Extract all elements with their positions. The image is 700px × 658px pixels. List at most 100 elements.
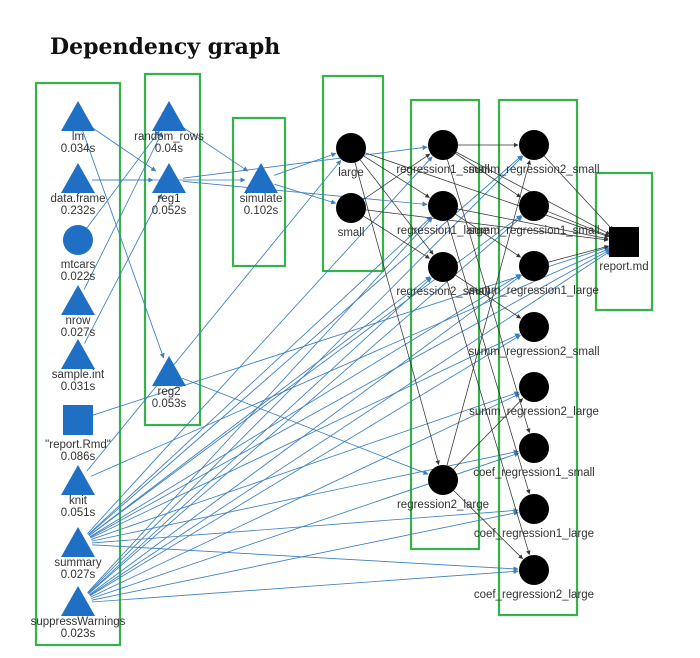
edge-random_rows-to-simulate xyxy=(180,125,249,172)
node-shape[interactable] xyxy=(519,433,549,463)
node-shape[interactable] xyxy=(61,586,95,616)
edge-suppressWarnings-to-regression1_large xyxy=(87,217,433,593)
node-time: 0.023s xyxy=(61,628,96,640)
edge-large-to-regression2_large xyxy=(354,161,440,466)
node-regression2_small[interactable]: regression2_small xyxy=(396,252,490,298)
node-label: knit xyxy=(69,495,88,507)
node-label: coef_regression2_large xyxy=(474,589,594,601)
node-regression2_large[interactable]: regression2_large xyxy=(397,465,489,511)
node-shape[interactable] xyxy=(519,555,549,585)
node-label: summ_regression2_small xyxy=(468,346,599,358)
node-time: 0.086s xyxy=(61,451,96,463)
node-time: 0.034s xyxy=(61,143,96,155)
edge-regression1_large-to-report.md xyxy=(456,208,609,241)
node-label: report.md xyxy=(599,261,648,273)
node-lm[interactable]: lm0.034s xyxy=(61,101,96,155)
node-summ_regression2_small_b[interactable]: summ_regression2_small xyxy=(468,312,600,358)
node-shape[interactable] xyxy=(428,191,458,221)
node-label: reg2 xyxy=(157,386,180,398)
edge-lm-to-reg1 xyxy=(89,125,157,172)
node-regression1_small[interactable]: regression1_small xyxy=(396,130,490,176)
node-shape[interactable] xyxy=(519,191,549,221)
node-label: regression2_small xyxy=(396,286,489,298)
node-shape[interactable] xyxy=(519,372,549,402)
cluster-summaries xyxy=(497,98,579,617)
node-shape[interactable] xyxy=(609,227,639,257)
node-label: mtcars xyxy=(61,259,96,271)
node-label: large xyxy=(338,167,364,179)
node-regression1_large[interactable]: regression1_large xyxy=(397,191,489,237)
node-time: 0.053s xyxy=(152,398,187,410)
node-label: regression1_small xyxy=(396,164,489,176)
node-label: coef_regression1_large xyxy=(474,528,594,540)
node-shape[interactable] xyxy=(61,465,95,495)
node-label: summ_regression1_large xyxy=(469,285,599,297)
node-shape[interactable] xyxy=(428,252,458,282)
node-shape[interactable] xyxy=(336,193,366,223)
edge-summary-to-report.md xyxy=(90,249,611,538)
node-report-Rmd[interactable]: "report.Rmd"0.086s xyxy=(45,405,111,463)
node-shape[interactable] xyxy=(519,494,549,524)
node-label: summ_regression2_large xyxy=(469,406,599,418)
node-time: 0.04s xyxy=(155,143,183,155)
node-time: 0.232s xyxy=(61,205,96,217)
node-shape[interactable] xyxy=(519,312,549,342)
node-report-md[interactable]: report.md xyxy=(599,227,649,273)
node-label: coef_regression1_small xyxy=(473,467,594,479)
edge-sample.int-to-reg1 xyxy=(84,193,163,344)
node-small[interactable]: small xyxy=(336,193,366,239)
edge-reg2-to-regression2_large xyxy=(181,377,429,475)
node-summ_regression1_large[interactable]: summ_regression1_large xyxy=(469,251,599,297)
node-coef_regression2_large[interactable]: coef_regression2_large xyxy=(474,555,594,601)
edge-reg1-to-regression1_small xyxy=(182,145,428,179)
edge-knit-to-report.md xyxy=(90,247,610,477)
edge-summary-to-summ_regression2_small_b xyxy=(90,333,521,539)
node-shape[interactable] xyxy=(428,130,458,160)
node-shape[interactable] xyxy=(244,163,278,193)
node-time: 0.022s xyxy=(61,271,96,283)
node-shape[interactable] xyxy=(63,225,93,255)
node-label: summ_regression2_small xyxy=(468,164,599,176)
node-shape[interactable] xyxy=(61,101,95,131)
node-shape[interactable] xyxy=(336,133,366,163)
node-time: 0.052s xyxy=(152,205,187,217)
node-shape[interactable] xyxy=(61,163,95,193)
node-label: regression2_large xyxy=(397,499,489,511)
node-shape[interactable] xyxy=(63,405,93,435)
node-shape[interactable] xyxy=(152,163,186,193)
edge-summary-to-coef_regression1_large xyxy=(91,508,519,544)
node-summ_regression2_small[interactable]: summ_regression2_small xyxy=(468,130,600,176)
node-coef_regression1_small[interactable]: coef_regression1_small xyxy=(473,433,595,479)
node-time: 0.027s xyxy=(61,327,96,339)
node-label: "report.Rmd" xyxy=(45,439,111,451)
node-shape[interactable] xyxy=(152,356,186,386)
node-shape[interactable] xyxy=(428,465,458,495)
node-shape[interactable] xyxy=(61,339,95,369)
node-summ_regression1_small[interactable]: summ_regression1_small xyxy=(468,191,600,237)
node-shape[interactable] xyxy=(61,527,95,557)
edge-nrow-to-random_rows xyxy=(83,131,163,290)
node-shape[interactable] xyxy=(61,285,95,315)
node-shape[interactable] xyxy=(519,130,549,160)
node-shape[interactable] xyxy=(519,251,549,281)
node-label: suppressWarnings xyxy=(31,616,126,628)
node-coef_regression1_large[interactable]: coef_regression1_large xyxy=(474,494,594,540)
node-large[interactable]: large xyxy=(336,133,366,179)
edge-regression2_large-to-summ_regression2_large xyxy=(452,398,524,471)
node-shape[interactable] xyxy=(152,101,186,131)
node-time: 0.027s xyxy=(61,569,96,581)
node-summ_regression2_large[interactable]: summ_regression2_large xyxy=(469,372,599,418)
edge-mtcars-to-random_rows xyxy=(86,130,160,230)
